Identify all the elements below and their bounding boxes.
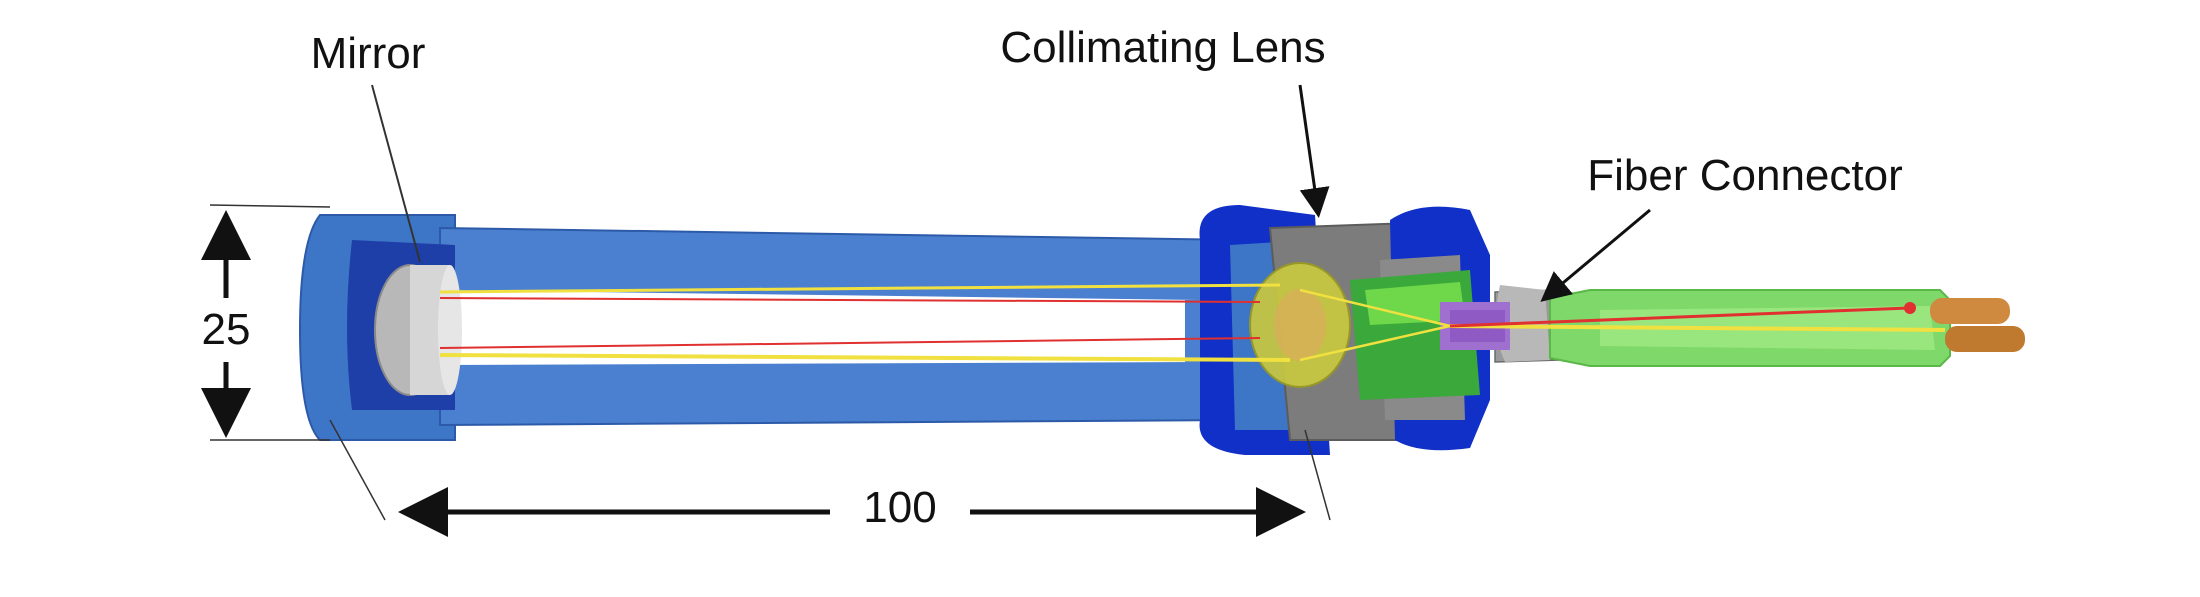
lens-glow [1274, 289, 1326, 361]
ferrule-bottom [1945, 326, 2025, 352]
ray-yellow-top [439, 283, 1281, 294]
ferrule-top [1930, 298, 2010, 324]
dim-ext-right [1304, 429, 1331, 521]
dim-ext-left [329, 419, 386, 521]
light-rays [439, 283, 1946, 362]
ray-converge-2 [1299, 324, 1451, 362]
collimating-lens-label: Collimating Lens [1000, 23, 1325, 72]
mirror-leader [371, 84, 421, 263]
ray-red-top [439, 297, 1261, 303]
dim-ext-top [209, 204, 331, 208]
mirror-element [374, 264, 462, 396]
ray-red-bottom [439, 337, 1261, 349]
lens-housing [1199, 205, 1490, 455]
fiber-connector-leader [1540, 208, 1651, 302]
ray-fiber-red [1449, 306, 1911, 328]
length-value: 100 [863, 483, 936, 532]
callouts: Mirror Collimating Lens Fiber Connector [311, 23, 1903, 302]
mirror-back [438, 265, 462, 395]
collimating-lens-leader [1298, 84, 1330, 218]
dimension-diameter: 25 [201, 204, 331, 441]
diameter-value: 25 [202, 305, 251, 354]
fiber-connector-label: Fiber Connector [1587, 151, 1902, 200]
ray-yellow-bottom [439, 353, 1291, 362]
mirror-label: Mirror [311, 29, 426, 78]
dimension-length: 100 [329, 419, 1331, 537]
fiber-tip-dot [1904, 302, 1916, 314]
ray-fiber-yellow [1449, 324, 1946, 332]
ray-converge-1 [1299, 288, 1451, 328]
